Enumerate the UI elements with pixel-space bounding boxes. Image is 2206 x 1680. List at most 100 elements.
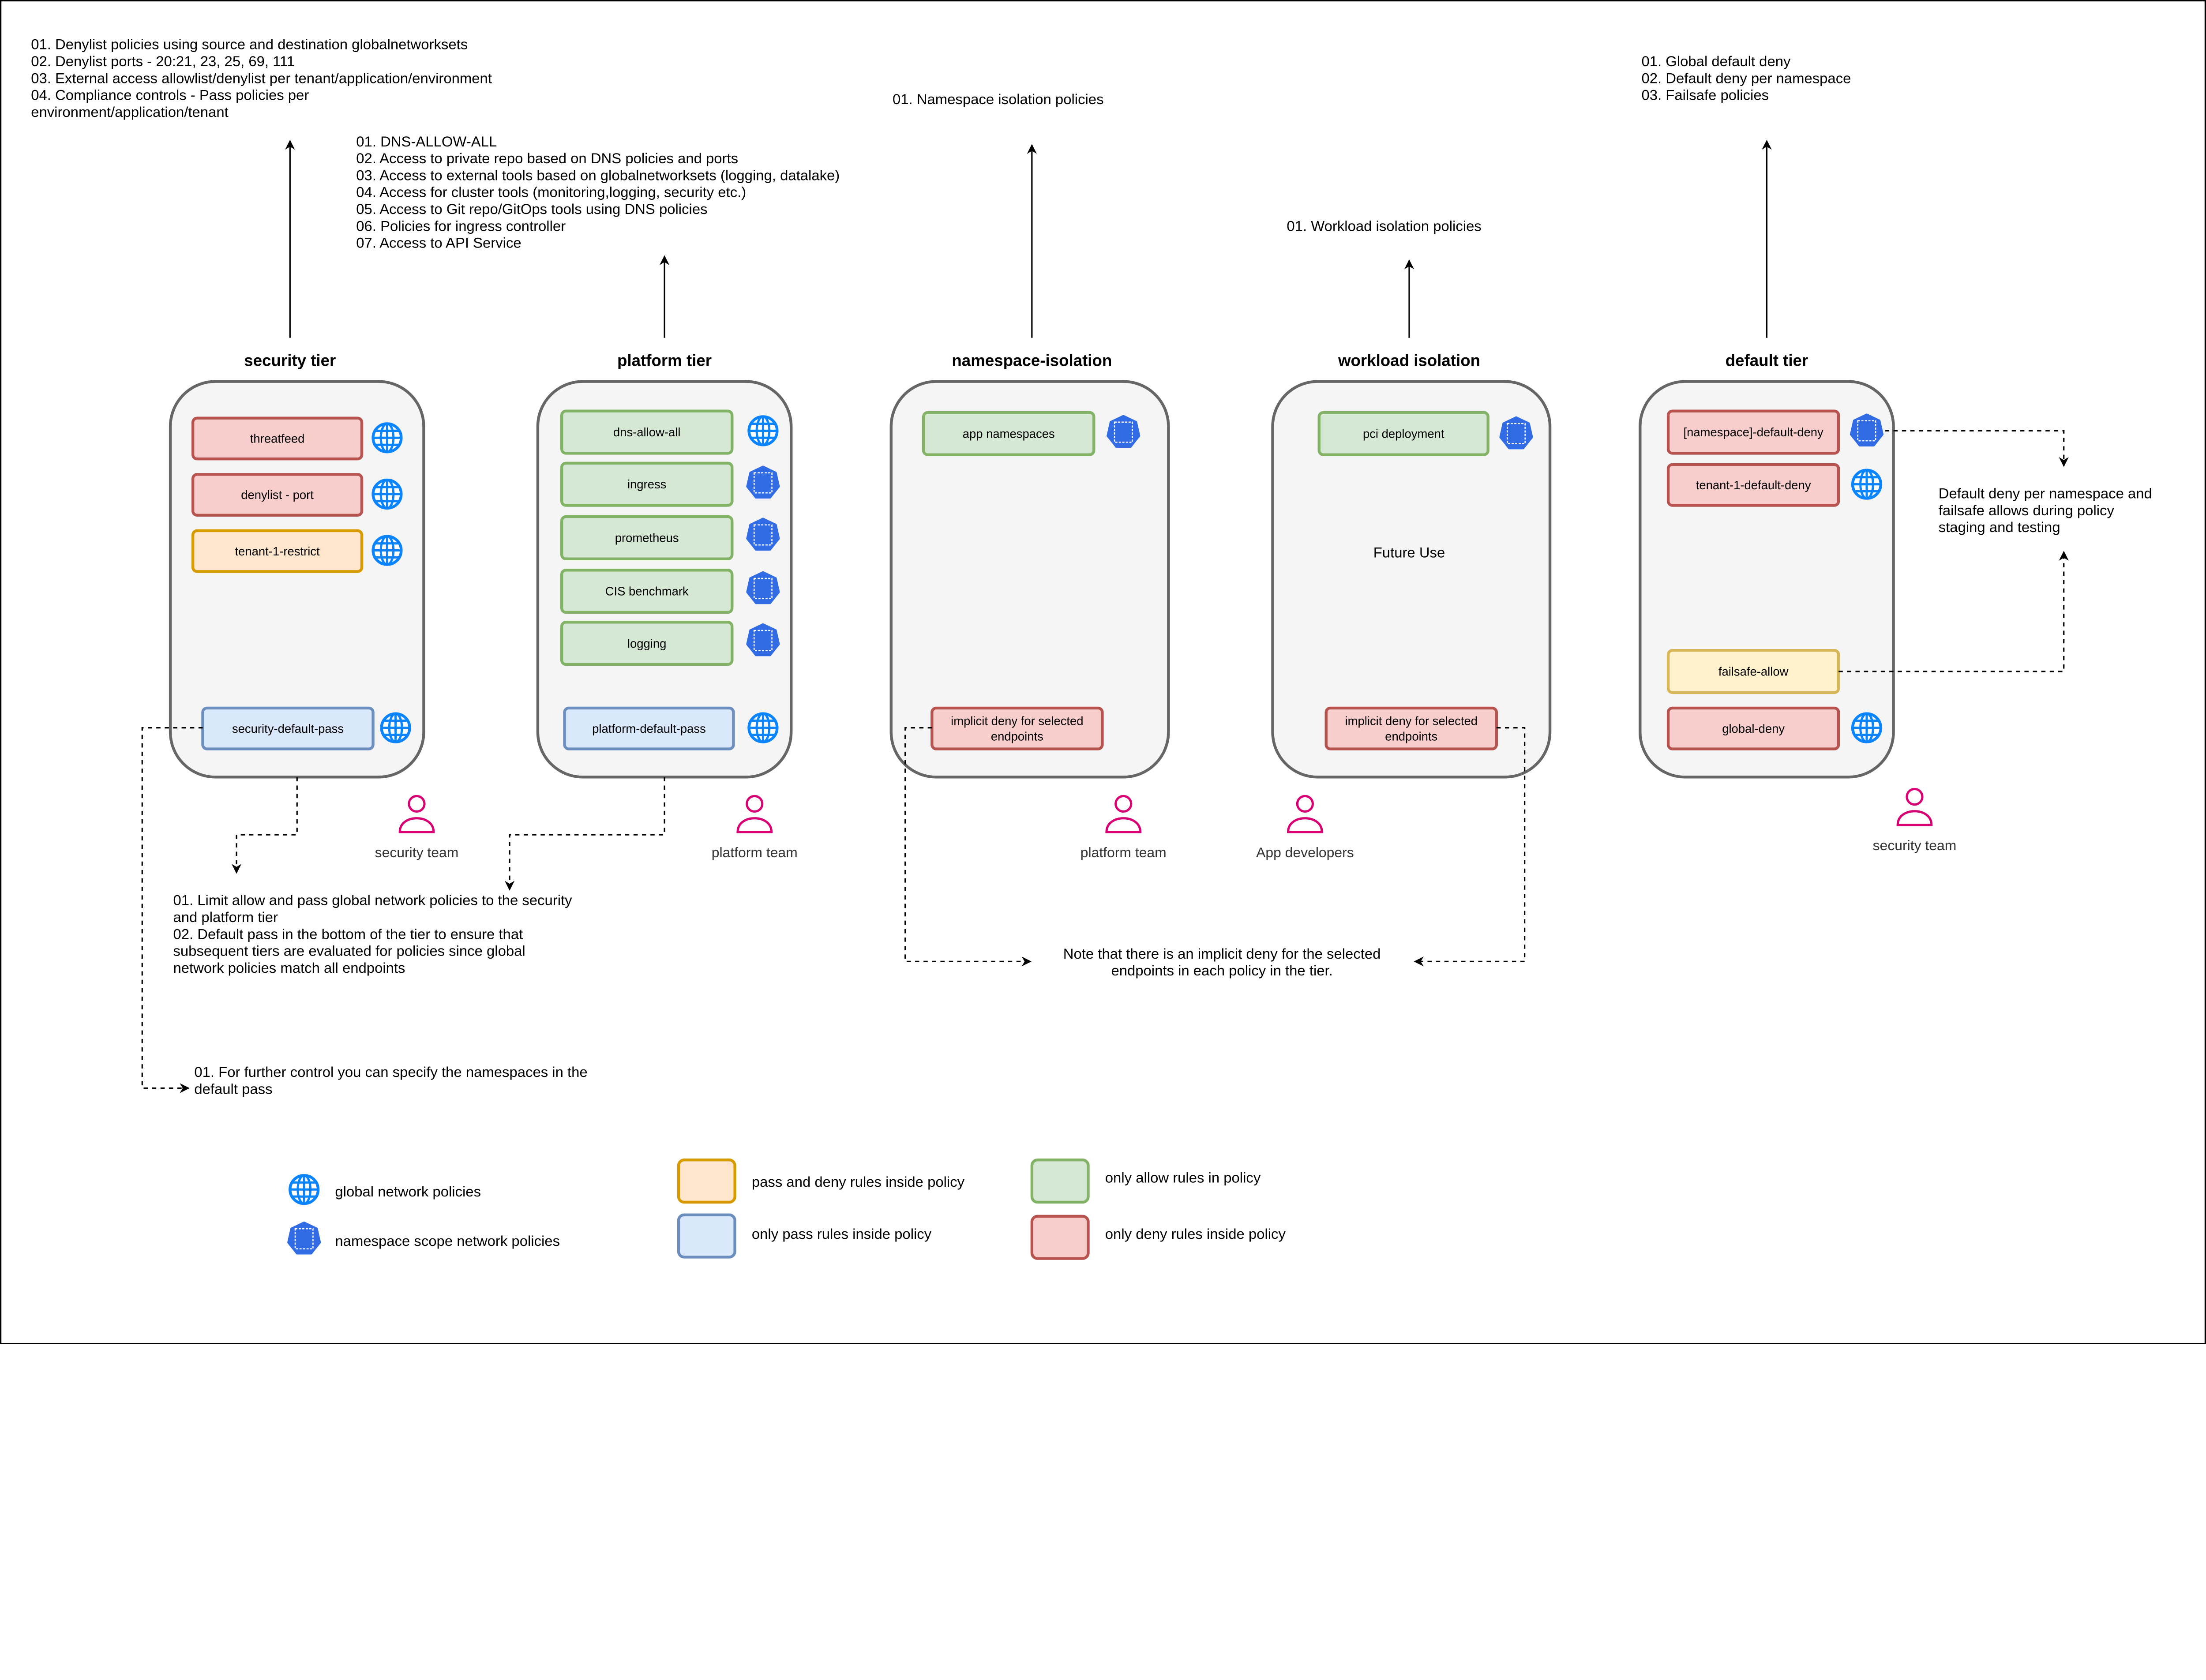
- person-head: [1296, 795, 1314, 813]
- dashed-connector: [1414, 727, 1526, 967]
- globe-icon: [747, 415, 779, 446]
- policy-label: prometheus: [615, 531, 679, 544]
- tier-notes: 01. Denylist policies using source and d…: [31, 36, 468, 52]
- legend-swatch: [1030, 1215, 1090, 1260]
- tiered-policy-diagram: security tier 01. Denylist policies using…: [0, 0, 2206, 1345]
- pass-note: network policies match all endpoints: [173, 960, 405, 976]
- namespace-dashed-box: [753, 524, 773, 546]
- policy-label: tenant-1-restrict: [235, 544, 320, 558]
- namespace-icon: [1499, 416, 1533, 450]
- tier-title: workload isolation: [1338, 352, 1480, 370]
- namespace-icon: [287, 1221, 321, 1255]
- person-head: [746, 795, 764, 813]
- policy-label: failsafe-allow: [1718, 665, 1789, 679]
- person-body: [1105, 817, 1142, 833]
- team-label: platform team: [1080, 844, 1167, 860]
- namespace-heptagon: [746, 518, 780, 551]
- namespace-icon: [1850, 413, 1884, 446]
- pass-note: 01. Limit allow and pass global network …: [173, 892, 572, 908]
- globe-icon: [289, 1174, 320, 1205]
- policy-box: [560, 409, 734, 455]
- policy-allow: [560, 569, 734, 614]
- policy-deny: [1666, 706, 1840, 750]
- policy-box: [563, 706, 735, 750]
- globe-icon: [1851, 469, 1883, 500]
- person-head: [1906, 788, 1924, 806]
- policy-deny: [191, 416, 364, 461]
- policy-box: [1666, 409, 1840, 455]
- namespace-dashed-box: [1507, 423, 1526, 444]
- namespace-dashed-box: [1114, 421, 1133, 443]
- tier-title: namespace-isolation: [952, 352, 1112, 370]
- tier-notes: 06. Policies for ingress controller: [356, 218, 566, 234]
- namespace-icon: [1107, 415, 1141, 448]
- tier-notes: 01. Global default deny: [1641, 53, 1791, 69]
- tier-notes: 05. Access to Git repo/GitOps tools usin…: [356, 201, 707, 217]
- future-use-label: Future Use: [1373, 544, 1445, 561]
- legend-swatch: [677, 1159, 736, 1204]
- legend-label: only allow rules in policy: [1105, 1169, 1261, 1185]
- policy-deny: [191, 473, 364, 517]
- policy-deny: [1666, 409, 1840, 455]
- policy-box: [560, 621, 734, 666]
- dashed-connector: [1838, 551, 2069, 672]
- legend-swatch: [677, 1213, 736, 1259]
- default-note: staging and testing: [1939, 519, 2060, 535]
- policy-box: [560, 569, 734, 614]
- namespace-dashed-box: [1857, 420, 1876, 442]
- namespace-icon: [746, 623, 780, 656]
- dashed-connector: [1885, 430, 2069, 467]
- tier-notes: environment/application/tenant: [31, 104, 229, 120]
- tier-notes: 01. Workload isolation policies: [1287, 218, 1481, 234]
- legend-label: only pass rules inside policy: [752, 1226, 932, 1242]
- default-note: failsafe allows during policy: [1939, 502, 2115, 518]
- policy-label: logging: [627, 637, 667, 650]
- person-body: [1287, 817, 1323, 833]
- policy-allow: [560, 621, 734, 666]
- globe-icon: [747, 712, 779, 743]
- namespace-dashed-box: [753, 630, 773, 651]
- namespace-note: 01. For further control you can specify …: [194, 1064, 587, 1080]
- policy-pass: [563, 706, 735, 750]
- policy-label: ingress: [627, 477, 666, 491]
- globe-icon: [1851, 712, 1883, 743]
- policy-label: [namespace]-default-deny: [1684, 425, 1824, 439]
- legend-label: global network policies: [335, 1183, 481, 1200]
- namespace-icon: [746, 518, 780, 551]
- policy-label: dns-allow-all: [613, 425, 681, 439]
- policy-label: platform-default-pass: [592, 722, 706, 735]
- implicit-deny-note: endpoints in each policy in the tier.: [1111, 962, 1332, 979]
- namespace-icon: [746, 571, 780, 604]
- tier-container: [889, 380, 1170, 779]
- policy-allow: [560, 409, 734, 455]
- namespace-dashed-box: [753, 578, 773, 599]
- policy-label: endpoints: [1385, 729, 1437, 743]
- tier-title: default tier: [1726, 352, 1808, 370]
- person-icon: [1287, 795, 1323, 833]
- policy-label: endpoints: [991, 729, 1043, 743]
- policy-label: denylist - port: [241, 488, 314, 502]
- tier-notes: 02. Default deny per namespace: [1641, 70, 1851, 86]
- person-head: [408, 795, 426, 813]
- namespace-heptagon: [746, 623, 780, 656]
- team-label: platform team: [712, 844, 798, 860]
- pass-note: 02. Default pass in the bottom of the ti…: [173, 926, 523, 942]
- dashed-connector: [141, 727, 203, 1093]
- policy-box: [922, 411, 1095, 456]
- person-body: [1896, 810, 1933, 826]
- policy-label: CIS benchmark: [605, 585, 689, 598]
- pass-note: and platform tier: [173, 909, 278, 925]
- tier-notes: 04. Compliance controls - Pass policies …: [31, 87, 309, 103]
- person-head: [1114, 795, 1133, 813]
- default-note: Default deny per namespace and: [1939, 485, 2152, 502]
- namespace-note: default pass: [194, 1080, 272, 1097]
- tier-notes: 01. DNS-ALLOW-ALL: [356, 133, 497, 150]
- policy-box: [1666, 463, 1840, 507]
- namespace-heptagon: [1499, 416, 1533, 450]
- policy-box: [1666, 706, 1840, 750]
- dashed-connector: [504, 777, 665, 891]
- policy-label: implicit deny for selected: [951, 714, 1083, 728]
- policy-box: [560, 461, 734, 507]
- tier-title: security tier: [244, 352, 336, 370]
- tier-notes: 01. Namespace isolation policies: [893, 91, 1104, 107]
